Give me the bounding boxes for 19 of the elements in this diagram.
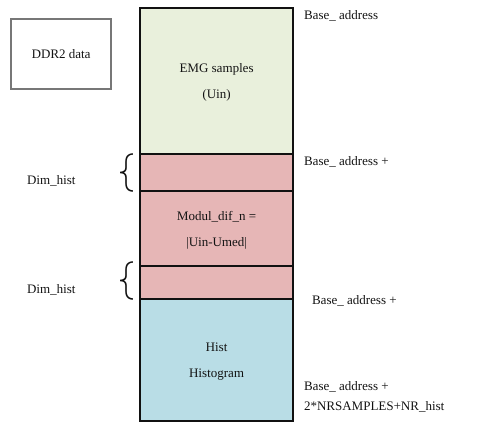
region-label: Histogram: [189, 364, 244, 382]
region-label: DDR2 data: [32, 45, 90, 63]
address-label: Base_ address +: [312, 291, 397, 309]
region-label: |Uin-Umed|: [186, 232, 247, 251]
address-label: Base_ address: [304, 6, 378, 24]
memory-region: [139, 298, 294, 422]
region-label: Modul_dif_n =: [176, 206, 256, 224]
memory-region: [139, 265, 294, 300]
region-label: EMG samples: [179, 59, 254, 77]
size-label: Dim_hist: [27, 171, 76, 189]
address-label: Base_ address + 2*NRSAMPLES+NR_hist: [304, 377, 446, 415]
memory-region: [139, 7, 294, 155]
region-label: (Uin): [202, 85, 231, 103]
info-box: [10, 18, 112, 90]
address-label: Base_ address +: [304, 152, 389, 170]
size-label: Dim_hist: [27, 280, 76, 298]
memory-region: [139, 153, 294, 192]
region-label: Hist: [206, 338, 228, 356]
memory-region: [139, 190, 294, 267]
